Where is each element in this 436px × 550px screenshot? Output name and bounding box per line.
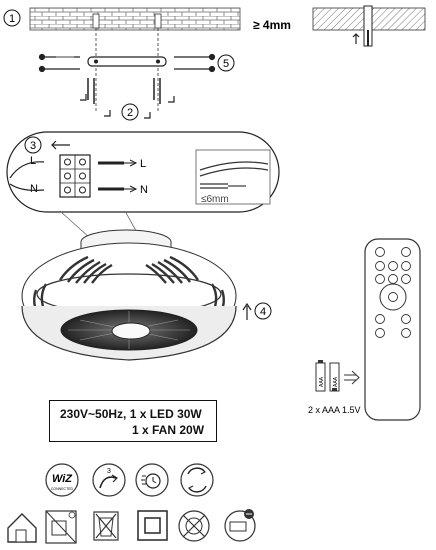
svg-text:L: L xyxy=(140,158,146,170)
spec-fan-line: 1 x FAN 20W xyxy=(132,423,205,437)
class-ii-icon xyxy=(137,510,168,541)
terminal-block xyxy=(59,154,91,198)
step-1-circle: 1 xyxy=(3,9,21,27)
remote-bottom-buttons xyxy=(375,314,411,338)
svg-text:≤6mm: ≤6mm xyxy=(201,194,229,205)
svg-text:2: 2 xyxy=(127,107,133,119)
step-5-circle: 5 xyxy=(217,54,235,72)
mounting-screws xyxy=(87,78,161,104)
screw-heads xyxy=(80,94,175,119)
svg-text:CONNECTED: CONNECTED xyxy=(51,487,74,491)
brick-ceiling xyxy=(29,7,241,31)
bracket-screws-left xyxy=(38,53,80,73)
battery-icons: AAA AAA xyxy=(315,360,360,392)
no-disposal-icon xyxy=(93,511,119,541)
indoor-use-icon xyxy=(7,513,37,543)
svg-text:1: 1 xyxy=(9,13,15,25)
ceiling-fan-light xyxy=(21,229,237,361)
svg-text:3: 3 xyxy=(107,468,111,475)
svg-text:AAA: AAA xyxy=(319,376,325,387)
live-terminal-label: L xyxy=(30,155,36,167)
wall-plug-left xyxy=(92,13,100,29)
fan-speed-icon: 3 xyxy=(92,463,126,497)
svg-text:≥ 4mm: ≥ 4mm xyxy=(253,18,291,32)
svg-text:AAA: AAA xyxy=(333,376,339,387)
remote-control xyxy=(364,238,421,421)
svg-text:5: 5 xyxy=(223,58,229,70)
no-dimmer-icon xyxy=(45,510,77,544)
wiring-callout: 3 L N L N ≤6mm xyxy=(6,131,280,213)
spec-power-line: 230V~50Hz, 1 x LED 30W xyxy=(60,407,202,421)
battery-caption: 2 x AAA 1.5V xyxy=(308,405,361,415)
wall-plug-right xyxy=(154,13,162,29)
svg-text:4: 4 xyxy=(260,306,266,318)
svg-text:N: N xyxy=(140,184,148,196)
step-2-circle: 2 xyxy=(121,103,139,121)
svg-text:3: 3 xyxy=(30,140,36,152)
step-4-indicator: 4 xyxy=(242,302,272,320)
replaceable-light-source-icon xyxy=(224,509,256,542)
drill-guide-lines xyxy=(95,28,159,112)
wiz-connected-badge: WiZ CONNECTED xyxy=(45,463,79,497)
electrical-specs-box: 230V~50Hz, 1 x LED 30W 1 x FAN 20W xyxy=(49,400,217,442)
ceiling-thickness-detail: ≥ 4mm xyxy=(253,5,426,47)
neutral-terminal-label: N xyxy=(30,183,38,195)
bracket-screws-right xyxy=(174,53,216,73)
timer-icon xyxy=(135,463,169,497)
mounting-bracket xyxy=(87,56,167,67)
reverse-rotation-icon xyxy=(180,463,214,497)
svg-text:WiZ: WiZ xyxy=(52,473,73,485)
no-halogen-icon xyxy=(178,510,210,542)
remote-top-buttons xyxy=(375,247,411,284)
